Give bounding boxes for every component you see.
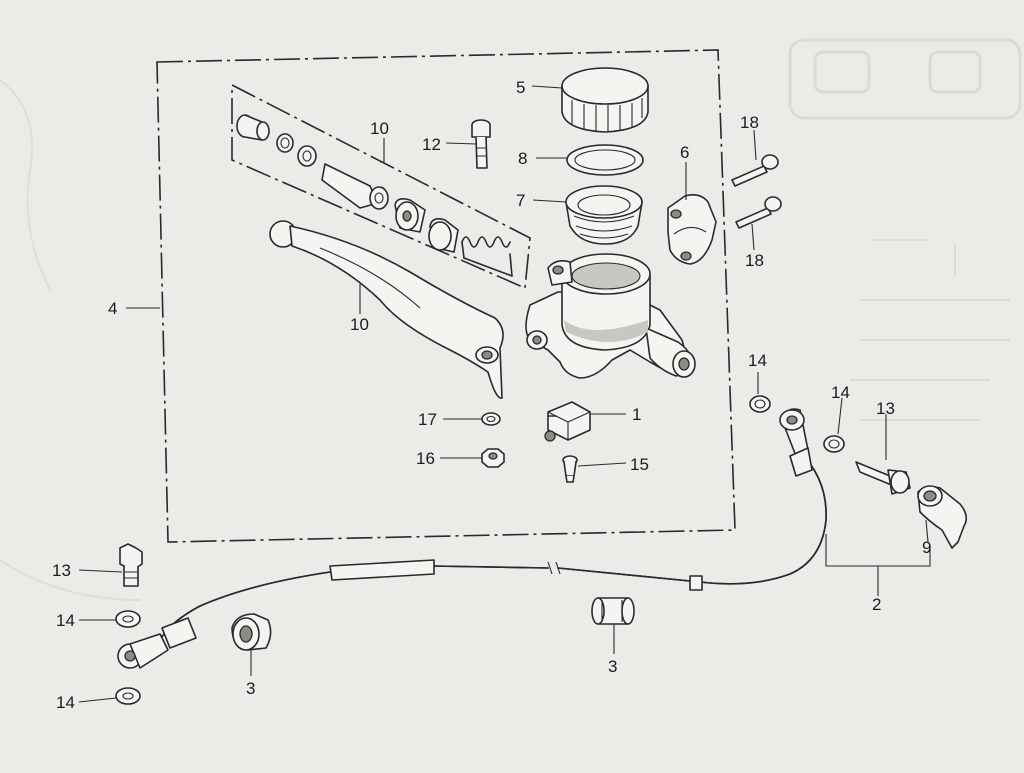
diaphragm-plate xyxy=(566,144,644,176)
callout-17: 17 xyxy=(418,410,437,429)
callout-12: 12 xyxy=(422,135,441,154)
callout-14-lower-bottom: 14 xyxy=(56,693,75,712)
callout-3-left: 3 xyxy=(246,679,255,698)
callout-14-lower-top: 14 xyxy=(56,611,75,630)
brake-light-switch xyxy=(544,401,591,442)
brake-hose xyxy=(117,447,827,669)
callout-11: 10 xyxy=(350,315,369,334)
reservoir-cap xyxy=(561,67,649,133)
bleed-through-background xyxy=(0,38,1022,601)
callout-labels: 5 8 7 6 18 18 10 12 10 4 1 17 16 15 14 1… xyxy=(52,78,931,712)
washer-17 xyxy=(481,412,501,426)
pivot-bolt xyxy=(471,119,491,169)
callout-16: 16 xyxy=(416,449,435,468)
assembly-frame xyxy=(156,49,736,543)
callout-9: 9 xyxy=(922,538,931,557)
callout-3-right: 3 xyxy=(608,657,617,676)
callout-2: 2 xyxy=(872,595,881,614)
hose-clamp-left xyxy=(231,613,272,651)
callout-18-top: 18 xyxy=(740,113,759,132)
leader-lines xyxy=(78,85,931,703)
diaphragm xyxy=(565,185,643,245)
upper-brake-hose-fitting xyxy=(749,395,911,495)
callout-6: 6 xyxy=(680,143,689,162)
lower-banjo-bolt xyxy=(119,543,143,587)
callout-14-upper-right: 14 xyxy=(831,383,850,402)
brake-lever xyxy=(269,220,504,399)
callout-1: 1 xyxy=(632,405,641,424)
nut-16 xyxy=(481,448,505,468)
callout-13-upper: 13 xyxy=(876,399,895,418)
hose-clamp-right xyxy=(591,597,635,625)
hose-joint-cover xyxy=(917,485,968,549)
bleeder-screw xyxy=(562,455,578,483)
lower-washer-top xyxy=(115,610,141,628)
lower-washer-bottom xyxy=(115,687,141,705)
callout-10: 10 xyxy=(370,119,389,138)
callout-15: 15 xyxy=(630,455,649,474)
callout-5: 5 xyxy=(516,78,525,97)
callout-8: 8 xyxy=(518,149,527,168)
callout-14-upper-left: 14 xyxy=(748,351,767,370)
master-cylinder-body xyxy=(525,253,696,379)
callout-18-bottom: 18 xyxy=(745,251,764,270)
callout-7: 7 xyxy=(516,191,525,210)
callout-13-lower: 13 xyxy=(52,561,71,580)
callout-4: 4 xyxy=(108,299,117,318)
holder-bolts xyxy=(731,154,782,229)
master-cylinder-holder xyxy=(667,194,717,265)
piston-kit-parts xyxy=(236,114,513,277)
